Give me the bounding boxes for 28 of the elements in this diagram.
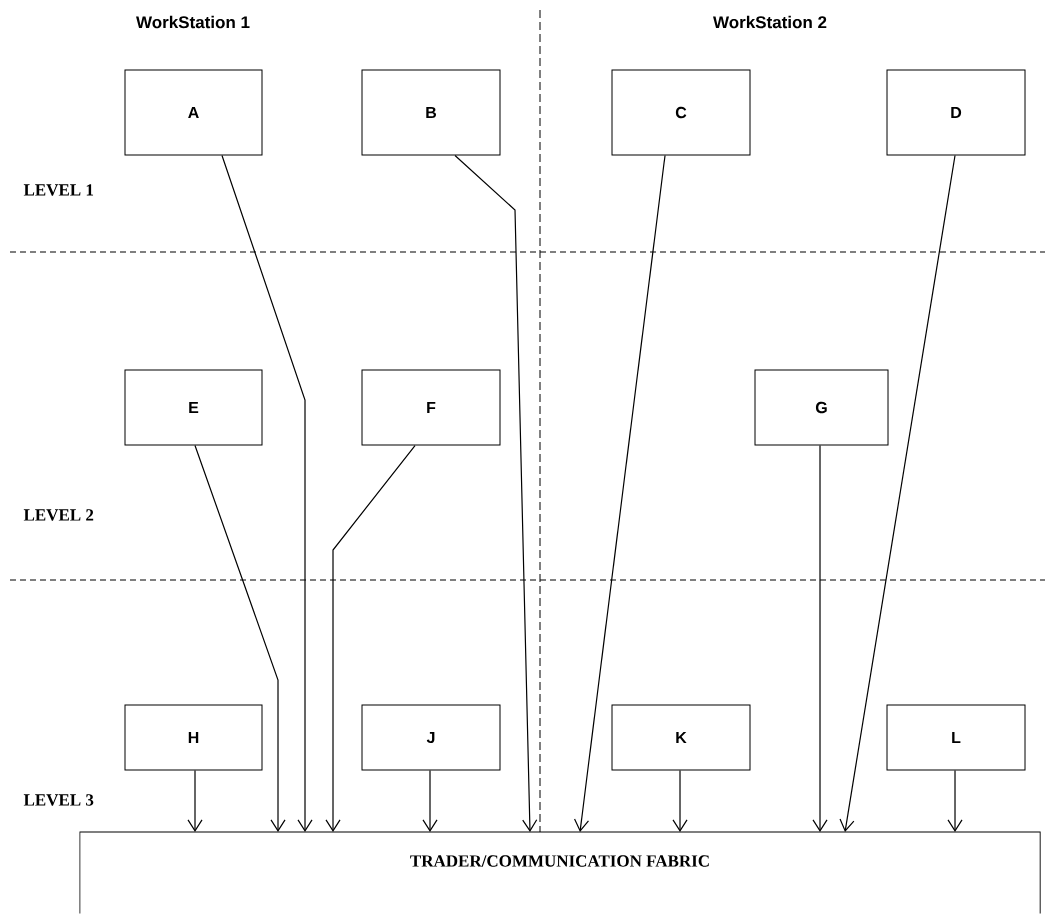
- arrow: [672, 769, 688, 832]
- arrow: [812, 444, 828, 832]
- arrow: [221, 154, 313, 832]
- column-heading: WorkStation 1: [136, 15, 250, 29]
- process-box: B: [361, 69, 501, 156]
- arrow: [194, 444, 286, 832]
- process-box: E: [124, 369, 263, 446]
- process-box: K: [611, 704, 751, 771]
- process-box: L: [886, 704, 1026, 771]
- column-heading: WorkStation 2: [713, 15, 827, 29]
- arrow: [947, 769, 963, 832]
- level-label: LEVEL 3: [23, 794, 94, 806]
- arrow: [454, 154, 538, 832]
- process-box: H: [124, 704, 263, 771]
- process-box: J: [361, 704, 501, 771]
- fabric-box: TRADER/COMMUNICATION FABRIC: [79, 831, 1041, 914]
- process-box: D: [886, 69, 1026, 156]
- level-label: LEVEL 2: [23, 509, 94, 521]
- arrow: [325, 444, 416, 832]
- arrow: [422, 769, 438, 832]
- process-box: A: [124, 69, 263, 156]
- arrow: [839, 154, 956, 832]
- process-box: G: [754, 369, 889, 446]
- process-box: C: [611, 69, 751, 156]
- process-box: F: [361, 369, 501, 446]
- level-label: LEVEL 1: [23, 184, 94, 196]
- arrow: [573, 154, 666, 832]
- arrow: [187, 769, 203, 832]
